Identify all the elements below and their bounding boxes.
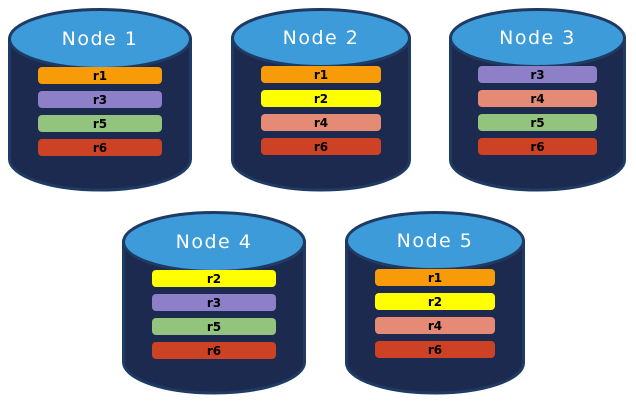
replica-list: r1 r3 r5 r6 [8,67,192,156]
cylinder-top-ellipse [122,211,306,273]
replica-bar-r2[interactable]: r2 [375,293,495,310]
replica-bar-r3[interactable]: r3 [38,91,162,108]
replica-label: r3 [206,295,222,310]
replica-label: r1 [427,270,443,285]
replica-bar-r4[interactable]: r4 [375,317,495,334]
replica-label: r5 [206,319,222,334]
replica-bar-r3[interactable]: r3 [478,66,597,83]
replica-label: r6 [427,342,443,357]
replica-bar-r5[interactable]: r5 [152,318,276,335]
replica-bar-r5[interactable]: r5 [478,114,597,131]
replica-bar-r6[interactable]: r6 [375,341,495,358]
replica-bar-r4[interactable]: r4 [261,114,381,131]
replica-label: r3 [92,92,108,107]
replica-label: r6 [92,140,108,155]
replica-label: r2 [206,271,222,286]
replica-list: r1 r2 r4 r6 [231,66,411,155]
replica-label: r5 [92,116,108,131]
replica-label: r4 [313,115,329,130]
replica-label: r6 [313,139,329,154]
cylinder-top-ellipse [345,211,525,271]
replica-list: r1 r2 r4 r6 [345,269,525,358]
cylinder-top-ellipse [8,8,192,70]
replica-label: r1 [92,68,108,83]
cylinder-top-ellipse [231,8,411,68]
replica-list: r3 r4 r5 r6 [449,66,626,155]
replica-bar-r1[interactable]: r1 [38,67,162,84]
replica-bar-r1[interactable]: r1 [261,66,381,83]
cylinder-top-ellipse [449,8,626,68]
replica-bar-r6[interactable]: r6 [478,138,597,155]
replica-bar-r1[interactable]: r1 [375,269,495,286]
replica-list: r2 r3 r5 r6 [122,270,306,359]
replica-bar-r3[interactable]: r3 [152,294,276,311]
replica-label: r6 [206,343,222,358]
replica-label: r6 [530,139,545,154]
replica-label: r2 [427,294,443,309]
replica-bar-r6[interactable]: r6 [38,139,162,156]
replica-bar-r2[interactable]: r2 [261,90,381,107]
replica-label: r4 [427,318,443,333]
replica-label: r3 [530,67,545,82]
replica-label: r2 [313,91,329,106]
replica-label: r5 [530,115,545,130]
replica-label: r4 [530,91,545,106]
replica-bar-r4[interactable]: r4 [478,90,597,107]
replica-bar-r2[interactable]: r2 [152,270,276,287]
replica-bar-r5[interactable]: r5 [38,115,162,132]
replica-label: r1 [313,67,329,82]
replica-bar-r6[interactable]: r6 [261,138,381,155]
replica-bar-r6[interactable]: r6 [152,342,276,359]
